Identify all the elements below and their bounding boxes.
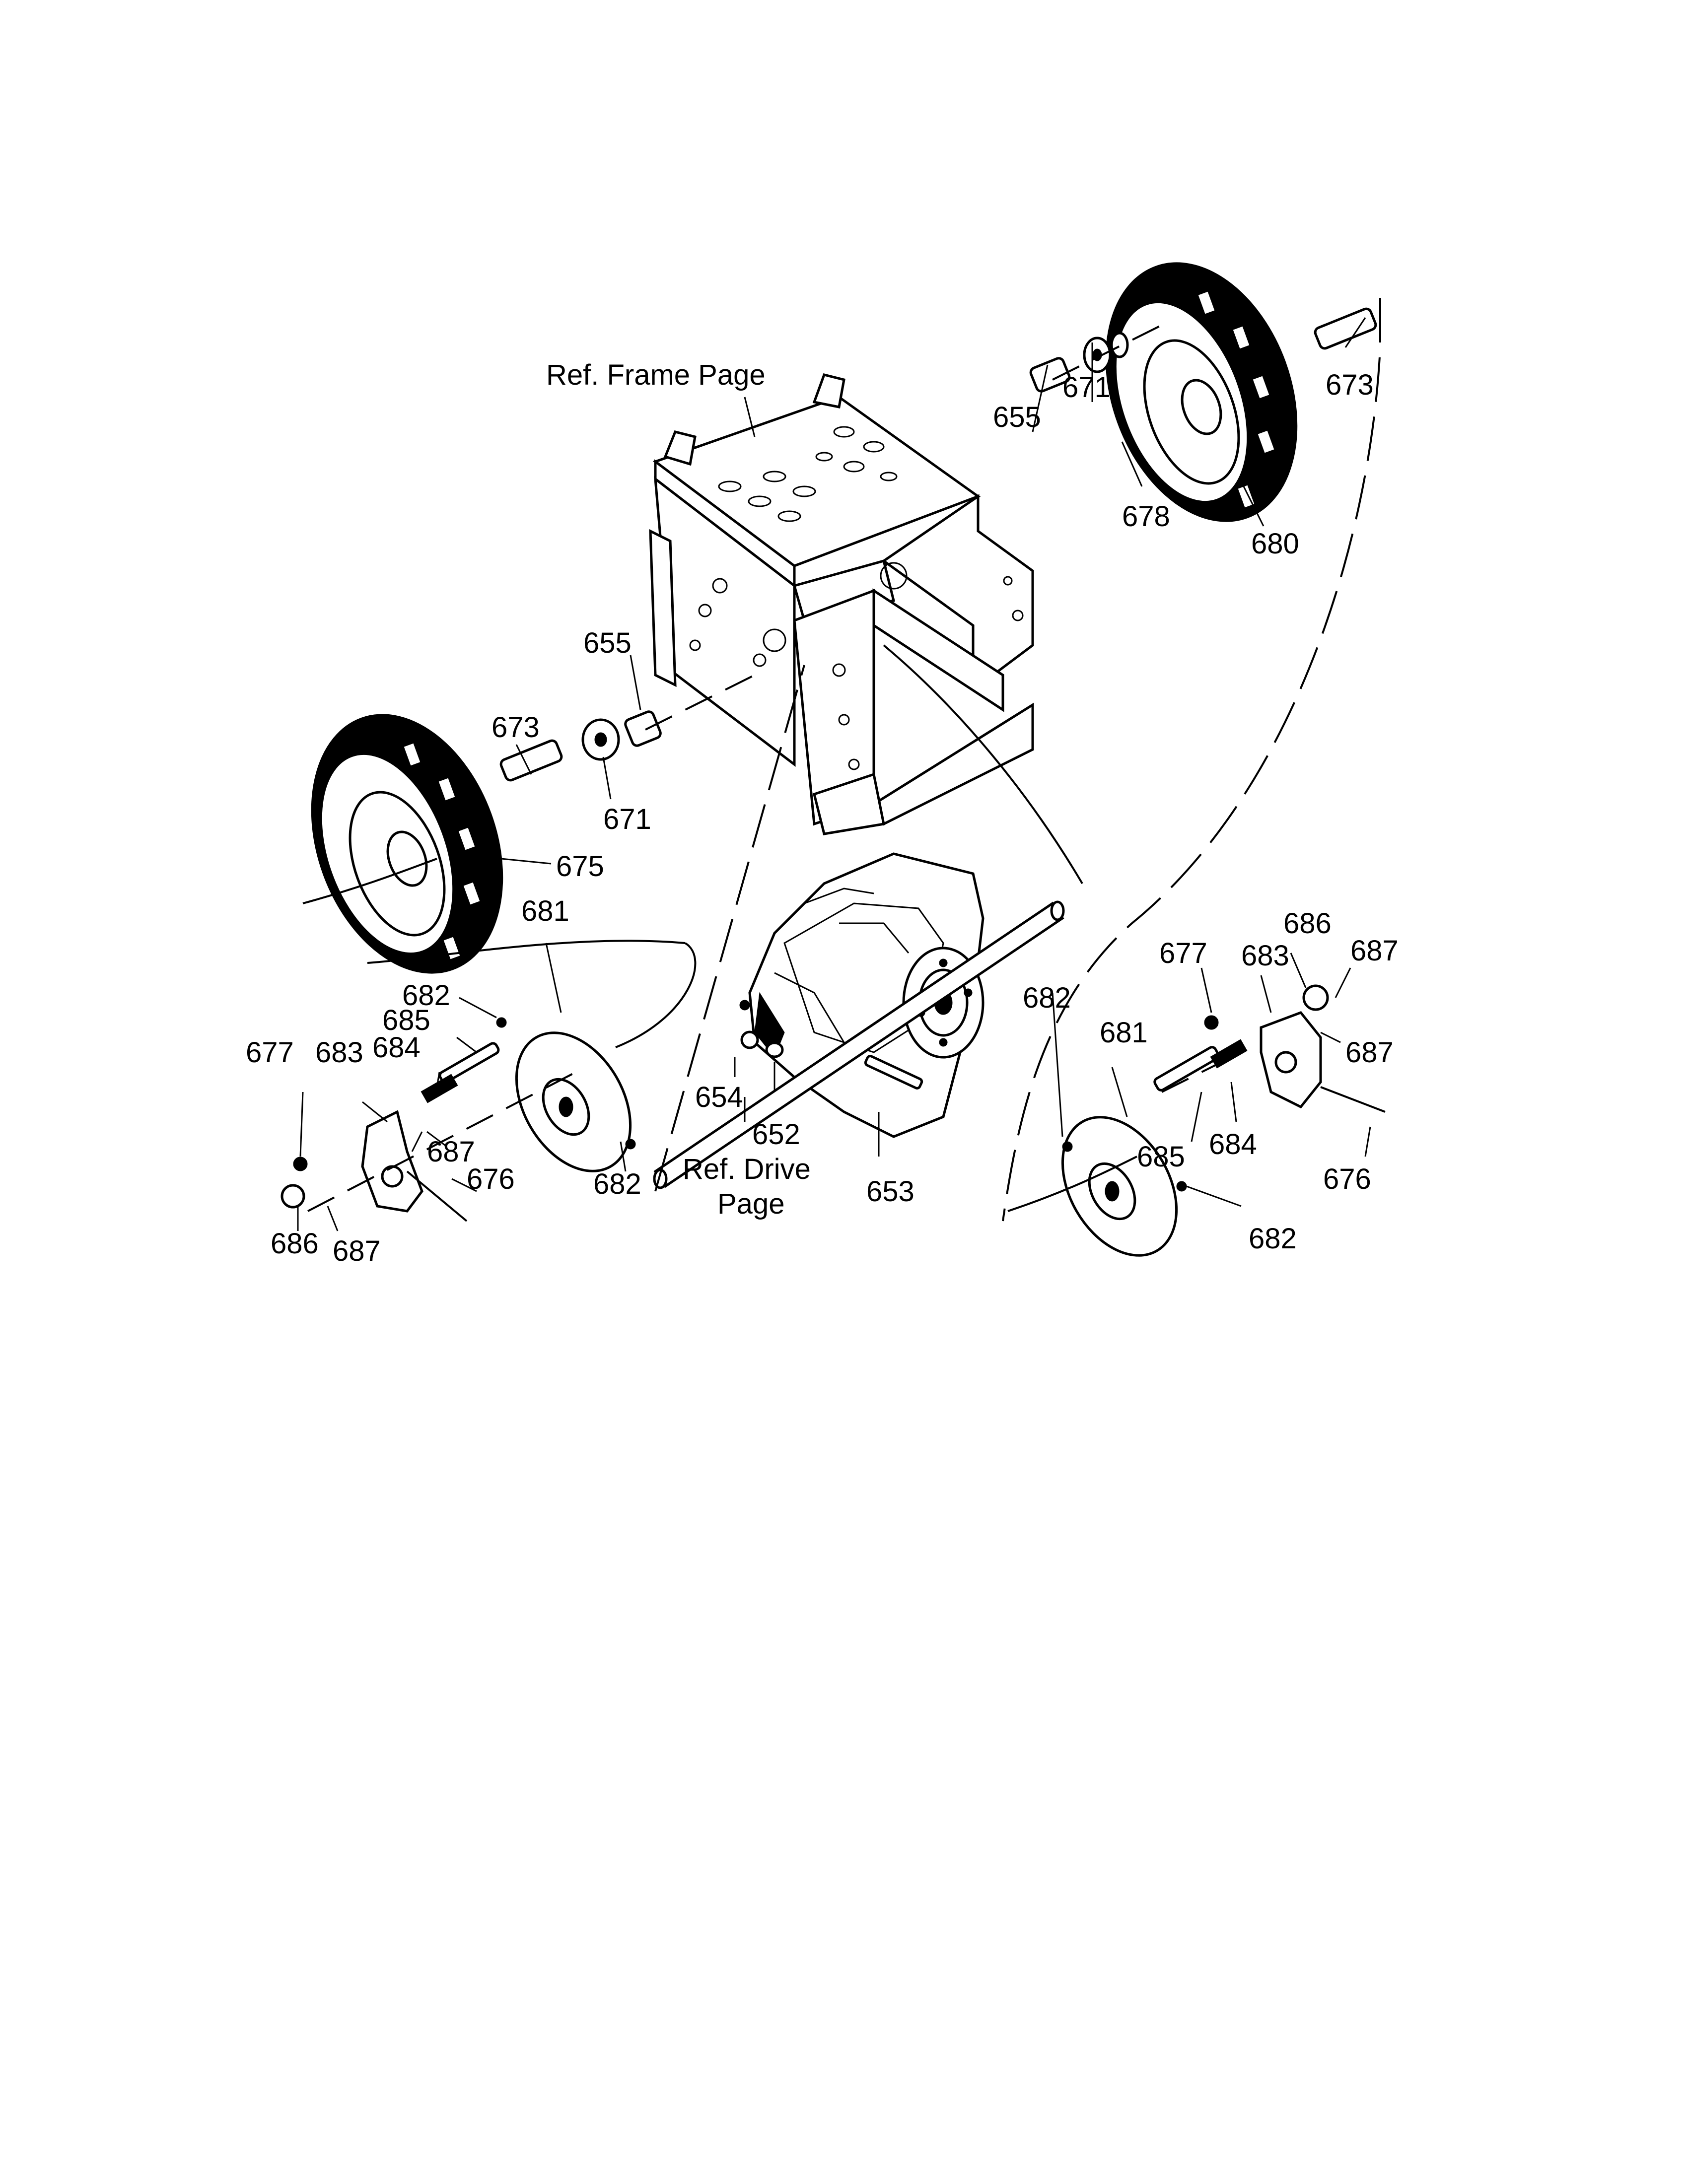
small-parts [281,307,1386,1257]
label-677-right: 677 [1159,937,1207,969]
label-678: 678 [1122,500,1170,533]
label-673-right: 673 [1326,369,1374,401]
label-687-b: 687 [333,1235,381,1267]
label-654: 654 [695,1081,743,1113]
label-681-right: 681 [1100,1017,1148,1049]
label-682-b: 682 [593,1168,641,1200]
label-685-right: 685 [1137,1141,1185,1173]
label-655-top: 655 [993,401,1041,433]
label-655-left: 655 [583,627,632,659]
label-676-left: 676 [467,1163,515,1195]
left-wheel [311,714,503,974]
frame-assembly [649,373,1034,835]
label-682-c: 682 [1023,982,1071,1014]
label-683-right: 683 [1241,940,1289,972]
label-675: 675 [556,850,604,883]
label-687-c: 687 [1350,935,1399,967]
label-653: 653 [866,1175,914,1208]
label-676-right: 676 [1323,1163,1371,1195]
label-652: 652 [752,1118,800,1151]
label-682-d: 682 [1249,1223,1297,1255]
label-682-a: 682 [402,979,450,1012]
label-686-left: 686 [271,1228,319,1260]
label-671-left: 671 [603,803,651,835]
label-683-left: 683 [315,1036,363,1069]
label-680: 680 [1251,528,1299,560]
leader-lines [297,298,1381,1231]
label-687-d: 687 [1345,1036,1394,1069]
label-677-left: 677 [246,1036,294,1069]
label-ref-drive-2: Page [717,1188,784,1220]
label-687-a: 687 [427,1136,475,1168]
label-673-left: 673 [492,711,540,744]
label-684-left: 684 [372,1031,421,1064]
label-ref-frame: Ref. Frame Page [546,359,766,391]
right-wheel [1105,262,1298,522]
label-684-right: 684 [1209,1128,1257,1160]
label-686-right: 686 [1283,907,1332,940]
label-681-left: 681 [521,895,569,927]
part-labels: Ref. Frame Page Ref. Drive Page 652 653 … [246,359,1399,1267]
transmission-assembly [653,852,1065,1189]
label-685-left: 685 [382,1004,430,1036]
label-ref-drive-1: Ref. Drive [683,1153,811,1185]
label-671-top: 671 [1062,371,1111,404]
